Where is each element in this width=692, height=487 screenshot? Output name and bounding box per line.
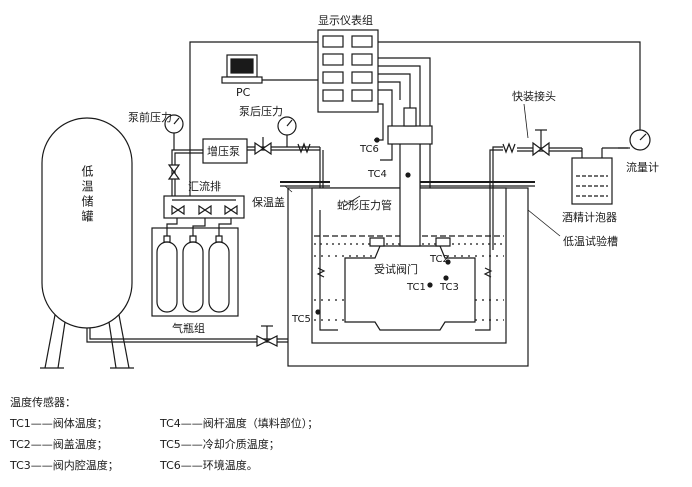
insulation-cover-label: 保温盖 [252, 195, 285, 209]
legend-row: TC3——阀内腔温度； TC6——环境温度。 [10, 455, 690, 476]
quick-connector-label: 快装接头 [512, 90, 556, 103]
legend-item: TC4——阀杆温度（填料部位）； [160, 417, 319, 430]
storage-tank-label: 低温储罐 [80, 165, 94, 225]
legend-item: TC1——阀体温度； [10, 417, 108, 430]
tc3-label: TC3 [439, 282, 459, 293]
pump-outlet-pipe: 泵后压力 [239, 105, 324, 210]
manifold-label: 汇流排 [188, 179, 221, 193]
tc2-label: TC2 [429, 254, 449, 265]
display-group-label: 显示仪表组 [318, 13, 373, 27]
pc-icon: PC [221, 54, 263, 99]
tc1-label: TC1 [406, 282, 426, 293]
legend-title-row: 温度传感器： [10, 392, 690, 413]
coil-pressure-pipe [316, 210, 493, 331]
coil-pipe-label: 蛇形压力管 [337, 198, 392, 212]
flow-meter-label: 流量计 [626, 160, 659, 174]
pump-front-pressure-label: 泵前压力 [128, 110, 172, 124]
tc4-label: TC4 [367, 169, 387, 180]
valve-under-test [315, 107, 476, 331]
alcohol-bubbler-label: 酒精计泡器 [562, 210, 617, 224]
legend-item: TC6——环境温度。 [160, 459, 258, 472]
sensor-legend: 温度传感器： TC1——阀体温度； TC4——阀杆温度（填料部位）； TC2——… [10, 392, 690, 476]
legend-item: TC2——阀盖温度； [10, 438, 108, 451]
legend-row: TC1——阀体温度； TC4——阀杆温度（填料部位）； [10, 413, 690, 434]
pc-label: PC [236, 86, 251, 99]
booster-pump-label: 增压泵 [207, 144, 240, 158]
alcohol-bubbler: 酒精计泡器 [562, 157, 617, 224]
flow-meter: 流量计 [618, 129, 659, 174]
storage-tank: 低温储罐 [40, 117, 134, 369]
tc5-label: TC5 [291, 314, 311, 325]
tc6-label: TC6 [359, 144, 379, 155]
tank-outlet-pipe [86, 325, 290, 347]
legend-title: 温度传感器： [10, 396, 76, 409]
legend-item: TC5——冷却介质温度； [160, 438, 280, 451]
booster-pump: 增压泵 [202, 138, 248, 164]
pump-rear-pressure-label: 泵后压力 [239, 105, 283, 118]
legend-row: TC2——阀盖温度； TC5——冷却介质温度； [10, 434, 690, 455]
test-system-diagram: 低温储罐 气瓶组 汇流排 [40, 13, 659, 369]
valve-under-test-label: 受试阀门 [374, 262, 418, 276]
display-instrument-group: 显示仪表组 [317, 13, 379, 113]
legend-item: TC3——阀内腔温度； [10, 459, 119, 472]
manifold-to-pump-pipe: 泵前压力 [128, 110, 203, 196]
test-tank-label: 低温试验槽 [563, 234, 618, 248]
cylinder-group: 气瓶组 [151, 218, 239, 335]
cylinder-group-label: 气瓶组 [172, 321, 205, 335]
manifold: 汇流排 [163, 179, 245, 219]
